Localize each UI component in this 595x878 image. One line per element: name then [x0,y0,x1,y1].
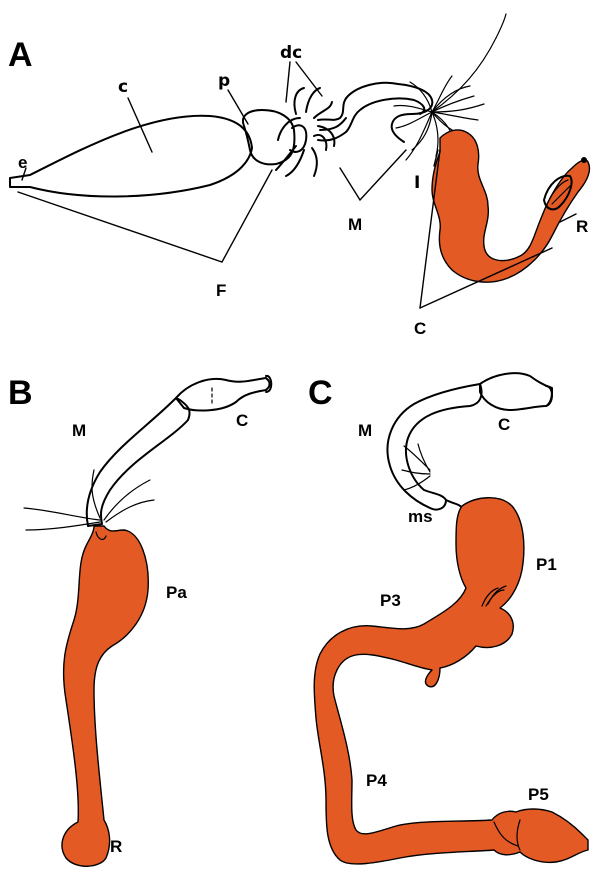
label-c-M: M [358,421,372,440]
label-c-ms: ms [408,507,433,526]
midgut-tube [318,83,432,142]
anus-dot [581,157,587,163]
label-a-p: p [218,71,230,91]
label-c-C: C [498,415,510,434]
midgut-b [87,398,190,526]
crop-c [480,373,552,410]
label-b-Pa: Pa [166,583,187,602]
label-a-c: c [118,77,128,97]
midgut-c [387,384,481,510]
label-c-P4: P4 [366,771,387,790]
panel-c-letter: C [308,374,333,412]
label-c-P1: P1 [536,555,557,574]
label-a-R: R [576,217,588,236]
panel-a-letter: A [8,36,33,74]
hindgut-a [432,130,590,282]
label-b-M: M [72,421,86,440]
crop-b [176,378,270,410]
label-b-C: C [236,411,248,430]
panel-b-letter: B [8,374,33,412]
label-c-P5: P5 [528,785,549,804]
label-b-R: R [110,837,122,856]
label-a-e: e [18,153,27,172]
hindgut-b [62,526,148,866]
panel-b: B M C Pa R [8,374,271,866]
label-a-M: M [348,215,362,234]
panel-a: A [8,14,590,338]
label-a-F: F [216,281,226,300]
hindgut-c [314,498,588,864]
panel-c: C M C ms P1 P3 P4 P5 [308,373,588,864]
label-a-C: C [414,319,426,338]
hindgut-a-shape [432,130,590,282]
label-a-dc: dc [280,43,302,63]
crop-outline [10,110,306,197]
label-a-I: I [414,173,420,193]
label-c-P3: P3 [380,591,401,610]
